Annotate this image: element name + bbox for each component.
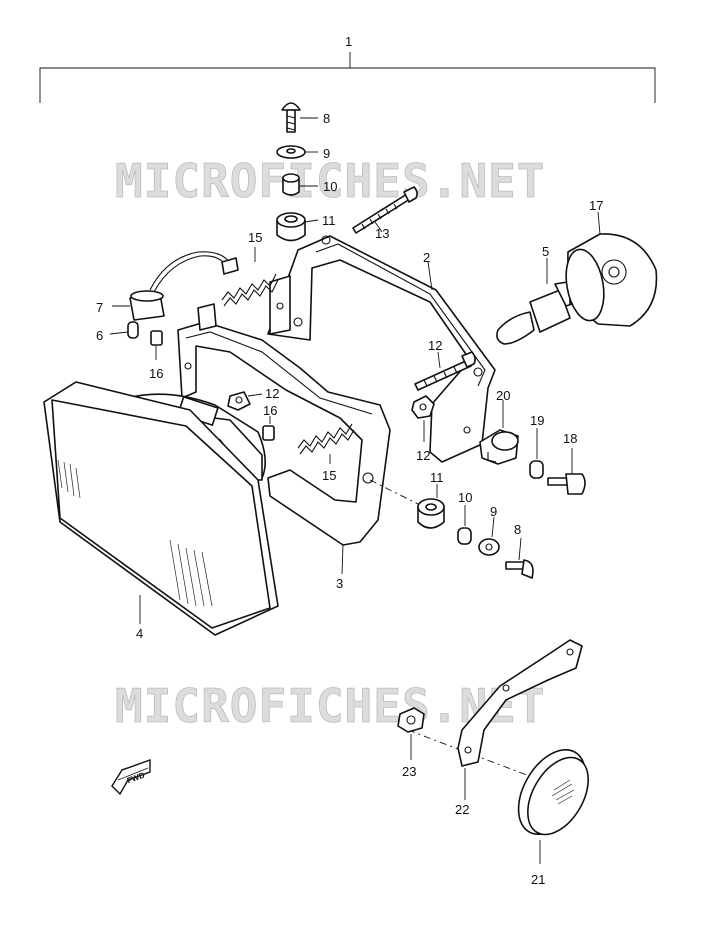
callout-15-lower: 15: [322, 468, 336, 483]
screw-part-8-top: [281, 102, 318, 133]
callout-16-lower: 16: [263, 403, 277, 418]
callout-4: 4: [136, 626, 143, 641]
callout-2: 2: [423, 250, 430, 265]
callout-5: 5: [542, 244, 549, 259]
adjuster-gear-part-20: [479, 400, 519, 465]
spring-part-15-upper: [221, 247, 279, 307]
callout-11-top: 11: [322, 213, 336, 228]
bulb-cover-part-17: [565, 211, 658, 327]
callout-12-right-top: 12: [428, 338, 442, 353]
callout-9-lower: 9: [490, 504, 497, 519]
callout-20: 20: [496, 388, 510, 403]
alignment-line-1: [369, 479, 423, 507]
callout-9-top: 9: [323, 146, 330, 161]
adjuster-screw-part-12: [414, 351, 476, 391]
screw-part-8-lower: [505, 537, 534, 579]
mounting-frame-part-3: [177, 303, 391, 575]
callout-15-upper: 15: [248, 230, 262, 245]
callout-16-upper: 16: [149, 366, 163, 381]
callout-21: 21: [531, 872, 545, 887]
washer-part-9-top: [276, 145, 318, 159]
callout-1: 1: [345, 34, 352, 49]
nut-part-12-right: [411, 395, 435, 442]
callout-7: 7: [96, 300, 103, 315]
callout-13: 13: [375, 226, 389, 241]
nut-part-12-left: [227, 391, 263, 411]
callout-3: 3: [336, 576, 343, 591]
callout-8-lower: 8: [514, 522, 521, 537]
callout-10-top: 10: [323, 179, 337, 194]
collar-part-10-top: [282, 173, 318, 196]
callout-11-lower: 11: [430, 470, 444, 485]
housing-frame-part-2: [267, 235, 496, 463]
callout-19: 19: [530, 413, 544, 428]
callout-23: 23: [402, 764, 416, 779]
nut-part-23: [397, 707, 425, 760]
assembly-bracket: [39, 52, 656, 103]
callout-18: 18: [563, 431, 577, 446]
callout-8-top: 8: [323, 111, 330, 126]
forward-arrow-icon: FWD: [111, 759, 151, 796]
callout-17: 17: [589, 198, 603, 213]
headlamp-unit-part-4: [43, 381, 279, 636]
callout-12-right-bottom: 12: [416, 448, 430, 463]
washer-part-9-lower: [478, 516, 500, 556]
collar-part-10-lower: [457, 505, 472, 545]
clip-nut-part-16-lower: [262, 416, 275, 441]
watermark-top: MICROFICHES.NET: [115, 154, 545, 208]
pilot-bulb-part-6: [109, 321, 139, 339]
grommet-part-11-lower: [417, 484, 445, 529]
bolt-part-18: [547, 448, 586, 495]
callout-10-lower: 10: [458, 490, 472, 505]
spring-part-15-lower: [297, 423, 355, 464]
callout-12-left: 12: [265, 386, 279, 401]
adjust-screw-part-13: [352, 186, 418, 234]
callout-22: 22: [455, 802, 469, 817]
callout-6: 6: [96, 328, 103, 343]
auxiliary-lamp-part-21: [517, 748, 589, 864]
socket-harness-part-7: [112, 251, 239, 321]
clip-nut-part-16-upper: [150, 330, 163, 360]
collar-part-19: [529, 428, 544, 479]
grommet-part-11-top: [276, 212, 319, 242]
lamp-bracket-part-22: [457, 639, 583, 800]
